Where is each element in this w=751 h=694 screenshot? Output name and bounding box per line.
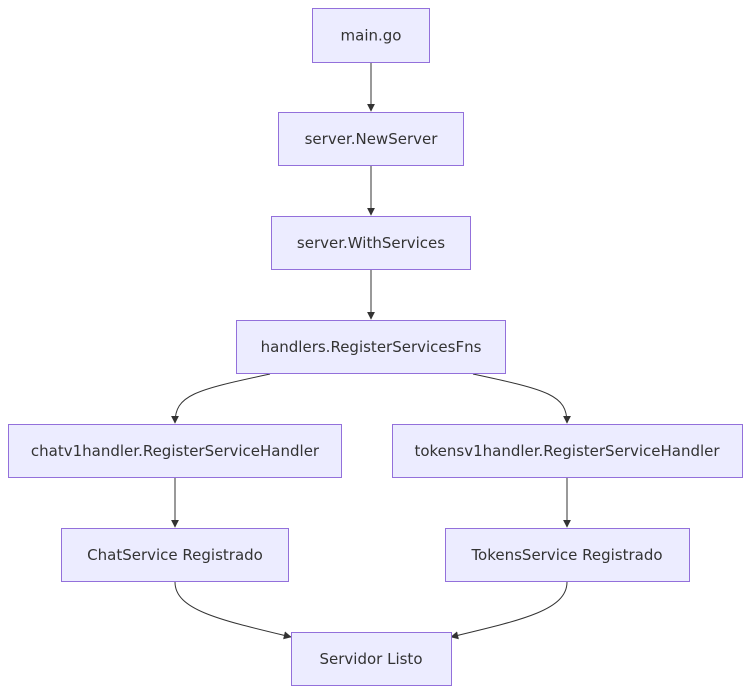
node-ready-box [291,632,452,686]
node-new-server-box [278,112,464,166]
node-main-box [312,8,430,63]
node-chat-registered-label: ChatService Registrado [87,546,263,564]
node-register-fns: handlers.RegisterServicesFns [236,320,506,374]
edge-tokens-registered-to-ready [450,581,568,640]
node-main-label: main.go [341,27,402,45]
node-with-services-label: server.WithServices [297,234,445,252]
edge-register-fns-to-chat-handler [171,373,271,424]
edges [171,62,571,640]
node-chat-registered: ChatService Registrado [61,528,289,582]
node-chat-handler-box [8,424,342,478]
node-ready-label: Servidor Listo [320,650,423,668]
node-tokens-registered-label: TokensService Registrado [470,546,662,564]
node-tokens-handler-box [392,424,743,478]
node-main: main.go [312,8,430,63]
edge-chat-registered-to-ready [174,581,292,640]
node-chat-handler: chatv1handler.RegisterServiceHandler [8,424,342,478]
node-chat-handler-label: chatv1handler.RegisterServiceHandler [31,442,320,460]
edge-register-fns-to-tokens-handler [472,373,571,424]
node-with-services-box [271,216,471,270]
node-with-services: server.WithServices [271,216,471,270]
node-tokens-registered: TokensService Registrado [445,528,690,582]
node-tokens-handler: tokensv1handler.RegisterServiceHandler [392,424,743,478]
node-tokens-registered-box [445,528,690,582]
node-ready: Servidor Listo [291,632,452,686]
node-register-fns-label: handlers.RegisterServicesFns [261,338,482,356]
node-chat-registered-box [61,528,289,582]
node-new-server: server.NewServer [278,112,464,166]
node-new-server-label: server.NewServer [305,130,439,148]
node-tokens-handler-label: tokensv1handler.RegisterServiceHandler [414,442,720,460]
node-register-fns-box [236,320,506,374]
